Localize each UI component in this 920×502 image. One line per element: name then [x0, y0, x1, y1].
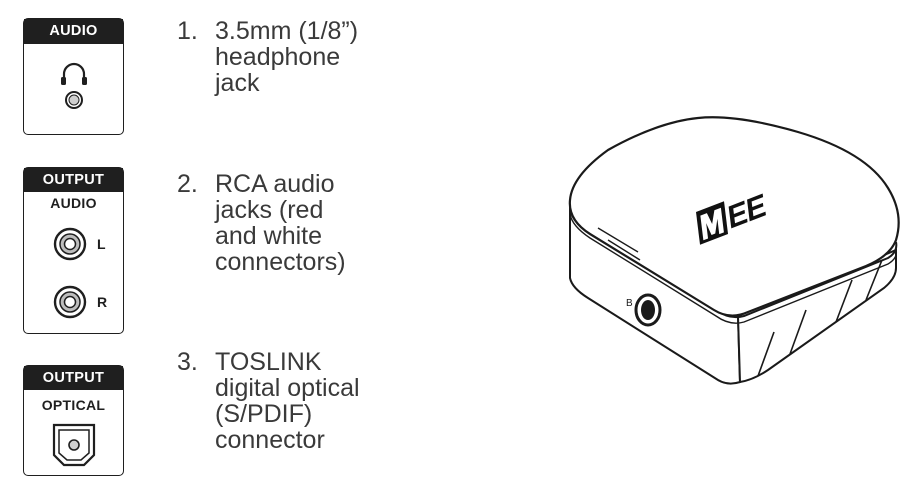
item-1-line-3: jack	[215, 69, 260, 97]
output-optical-panel-header: OUTPUT	[24, 366, 123, 390]
rca-left-label: L	[97, 236, 106, 252]
item-2-line-3: and white	[215, 222, 323, 250]
item-2-line-2: jacks (red	[215, 196, 324, 224]
rca-right-label: R	[97, 294, 108, 310]
headphone-jack-icon	[61, 62, 87, 109]
item-2-number: 2.	[177, 170, 198, 198]
item-2-line-1: RCA audio	[215, 170, 335, 198]
output-optical-panel-subtitle: OPTICAL	[41, 397, 106, 413]
audio-panel: AUDIO	[23, 18, 124, 135]
item-3-number: 3.	[177, 348, 198, 376]
device-button-mark: B	[626, 298, 633, 309]
item-3-line-3: (S/PDIF)	[215, 400, 313, 428]
item-2-description: RCA audio jacks (red and white connector…	[215, 171, 415, 275]
item-1-line-1: 3.5mm (1/8”)	[215, 17, 359, 45]
device-right-side	[736, 248, 897, 384]
device-lid	[568, 116, 900, 317]
rca-right-jack-icon	[53, 285, 87, 319]
output-audio-panel-header: OUTPUT	[24, 168, 123, 192]
rca-left-jack-icon	[53, 227, 87, 261]
item-1-number: 1.	[177, 17, 198, 45]
item-1-line-2: headphone	[215, 43, 341, 71]
item-3-line-2: digital optical	[215, 374, 360, 402]
output-audio-panel: OUTPUT AUDIO L R	[23, 167, 124, 334]
toslink-port-icon	[52, 423, 96, 467]
device-illustration: B EE	[568, 116, 900, 385]
output-optical-panel: OUTPUT OPTICAL	[23, 365, 124, 476]
device-left-side	[569, 204, 742, 385]
item-3-line-4: connector	[215, 426, 325, 454]
item-1-description: 3.5mm (1/8”) headphone jack	[215, 18, 415, 96]
item-2-line-4: connectors)	[215, 248, 346, 276]
output-audio-panel-subtitle: AUDIO	[50, 195, 97, 211]
item-3-line-1: TOSLINK	[215, 348, 322, 376]
audio-panel-header: AUDIO	[24, 19, 123, 44]
item-3-description: TOSLINK digital optical (S/PDIF) connect…	[215, 349, 415, 453]
